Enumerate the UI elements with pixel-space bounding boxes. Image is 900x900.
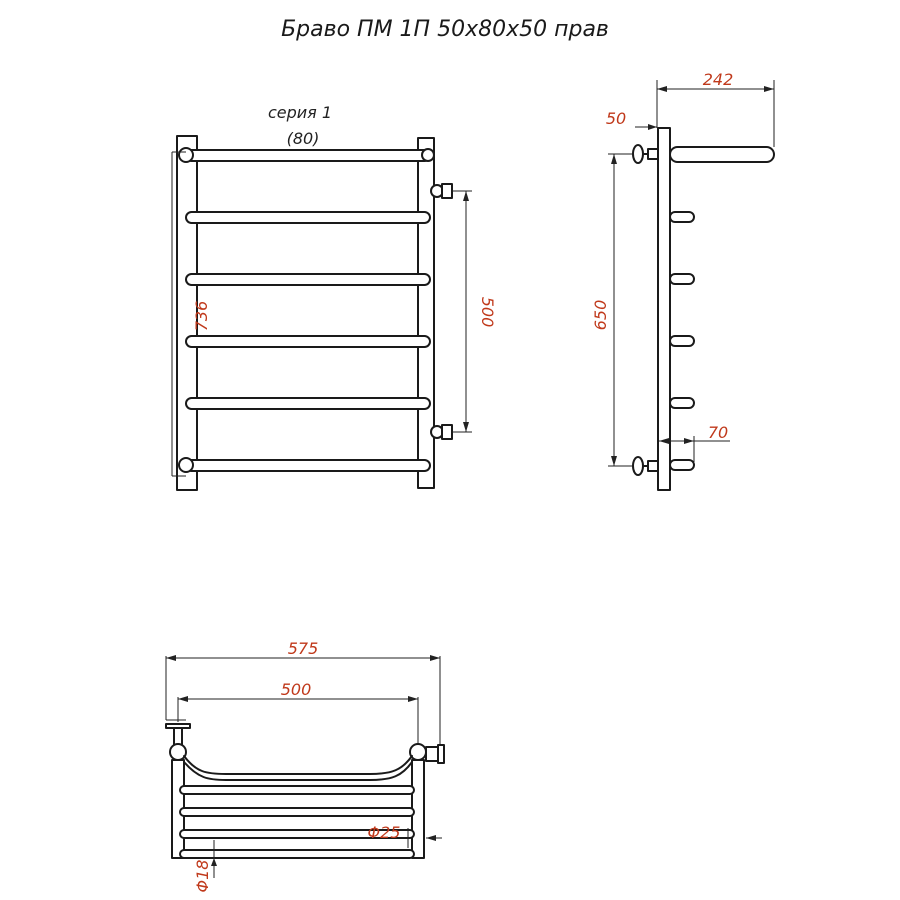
drawing-title: Браво ПМ 1П 50х80х50 прав: [281, 17, 609, 42]
top-view: 575 500: [165, 639, 445, 892]
svg-text:500: 500: [478, 297, 497, 328]
svg-text:Φ25: Φ25: [368, 823, 401, 842]
dim-side-depth: 242: [656, 70, 775, 147]
lower-connection: [430, 424, 453, 440]
rung: [185, 211, 431, 224]
dim-side-bottom: 70: [659, 423, 730, 462]
left-pipe-top-cap: [169, 743, 187, 761]
dim-pipe-rung: Φ18: [193, 840, 217, 892]
rungs: [185, 149, 431, 472]
svg-text:70: 70: [708, 423, 728, 442]
rung: [185, 149, 431, 162]
lower-wall-bracket: [632, 456, 659, 476]
dim-front-connection: 500: [452, 190, 497, 433]
rung: [185, 397, 431, 410]
end-cap: [421, 148, 435, 162]
dim-front-height: 736: [171, 151, 211, 477]
series-code: (80): [287, 129, 320, 148]
upper-connection: [430, 183, 453, 199]
rung: [185, 273, 431, 286]
series-label: серия 1: [268, 103, 332, 122]
dim-top-width: 575: [165, 639, 441, 745]
dim-pipe-main: Φ25: [368, 823, 442, 848]
svg-text:500: 500: [281, 680, 312, 699]
side-stubs: [669, 211, 695, 471]
upper-wall-bracket: [632, 144, 659, 164]
dim-side-height: 650: [591, 153, 632, 467]
curved-top-bar: [183, 755, 413, 775]
side-view: 242 50 650 70: [591, 70, 775, 491]
front-view: серия 1 (80): [171, 103, 497, 491]
dim-top-inner: 500: [177, 680, 419, 745]
svg-text:575: 575: [288, 639, 319, 658]
wall-flange: [165, 719, 191, 747]
svg-text:242: 242: [703, 70, 734, 89]
rung: [185, 335, 431, 348]
curved-top-bar-inner: [183, 761, 413, 781]
right-pipe-top-cap: [409, 743, 427, 761]
side-vertical-pipe: [657, 127, 671, 491]
svg-text:50: 50: [606, 109, 626, 128]
side-top-bar: [669, 146, 775, 163]
end-cap: [178, 457, 194, 473]
svg-text:650: 650: [591, 300, 610, 331]
top-rungs: [179, 785, 415, 859]
end-cap: [178, 147, 194, 163]
right-connection-fitting: [425, 744, 445, 764]
svg-text:Φ18: Φ18: [193, 860, 212, 893]
rung: [185, 459, 431, 472]
dim-side-offset: 50: [606, 109, 657, 130]
svg-text:736: 736: [192, 301, 211, 332]
